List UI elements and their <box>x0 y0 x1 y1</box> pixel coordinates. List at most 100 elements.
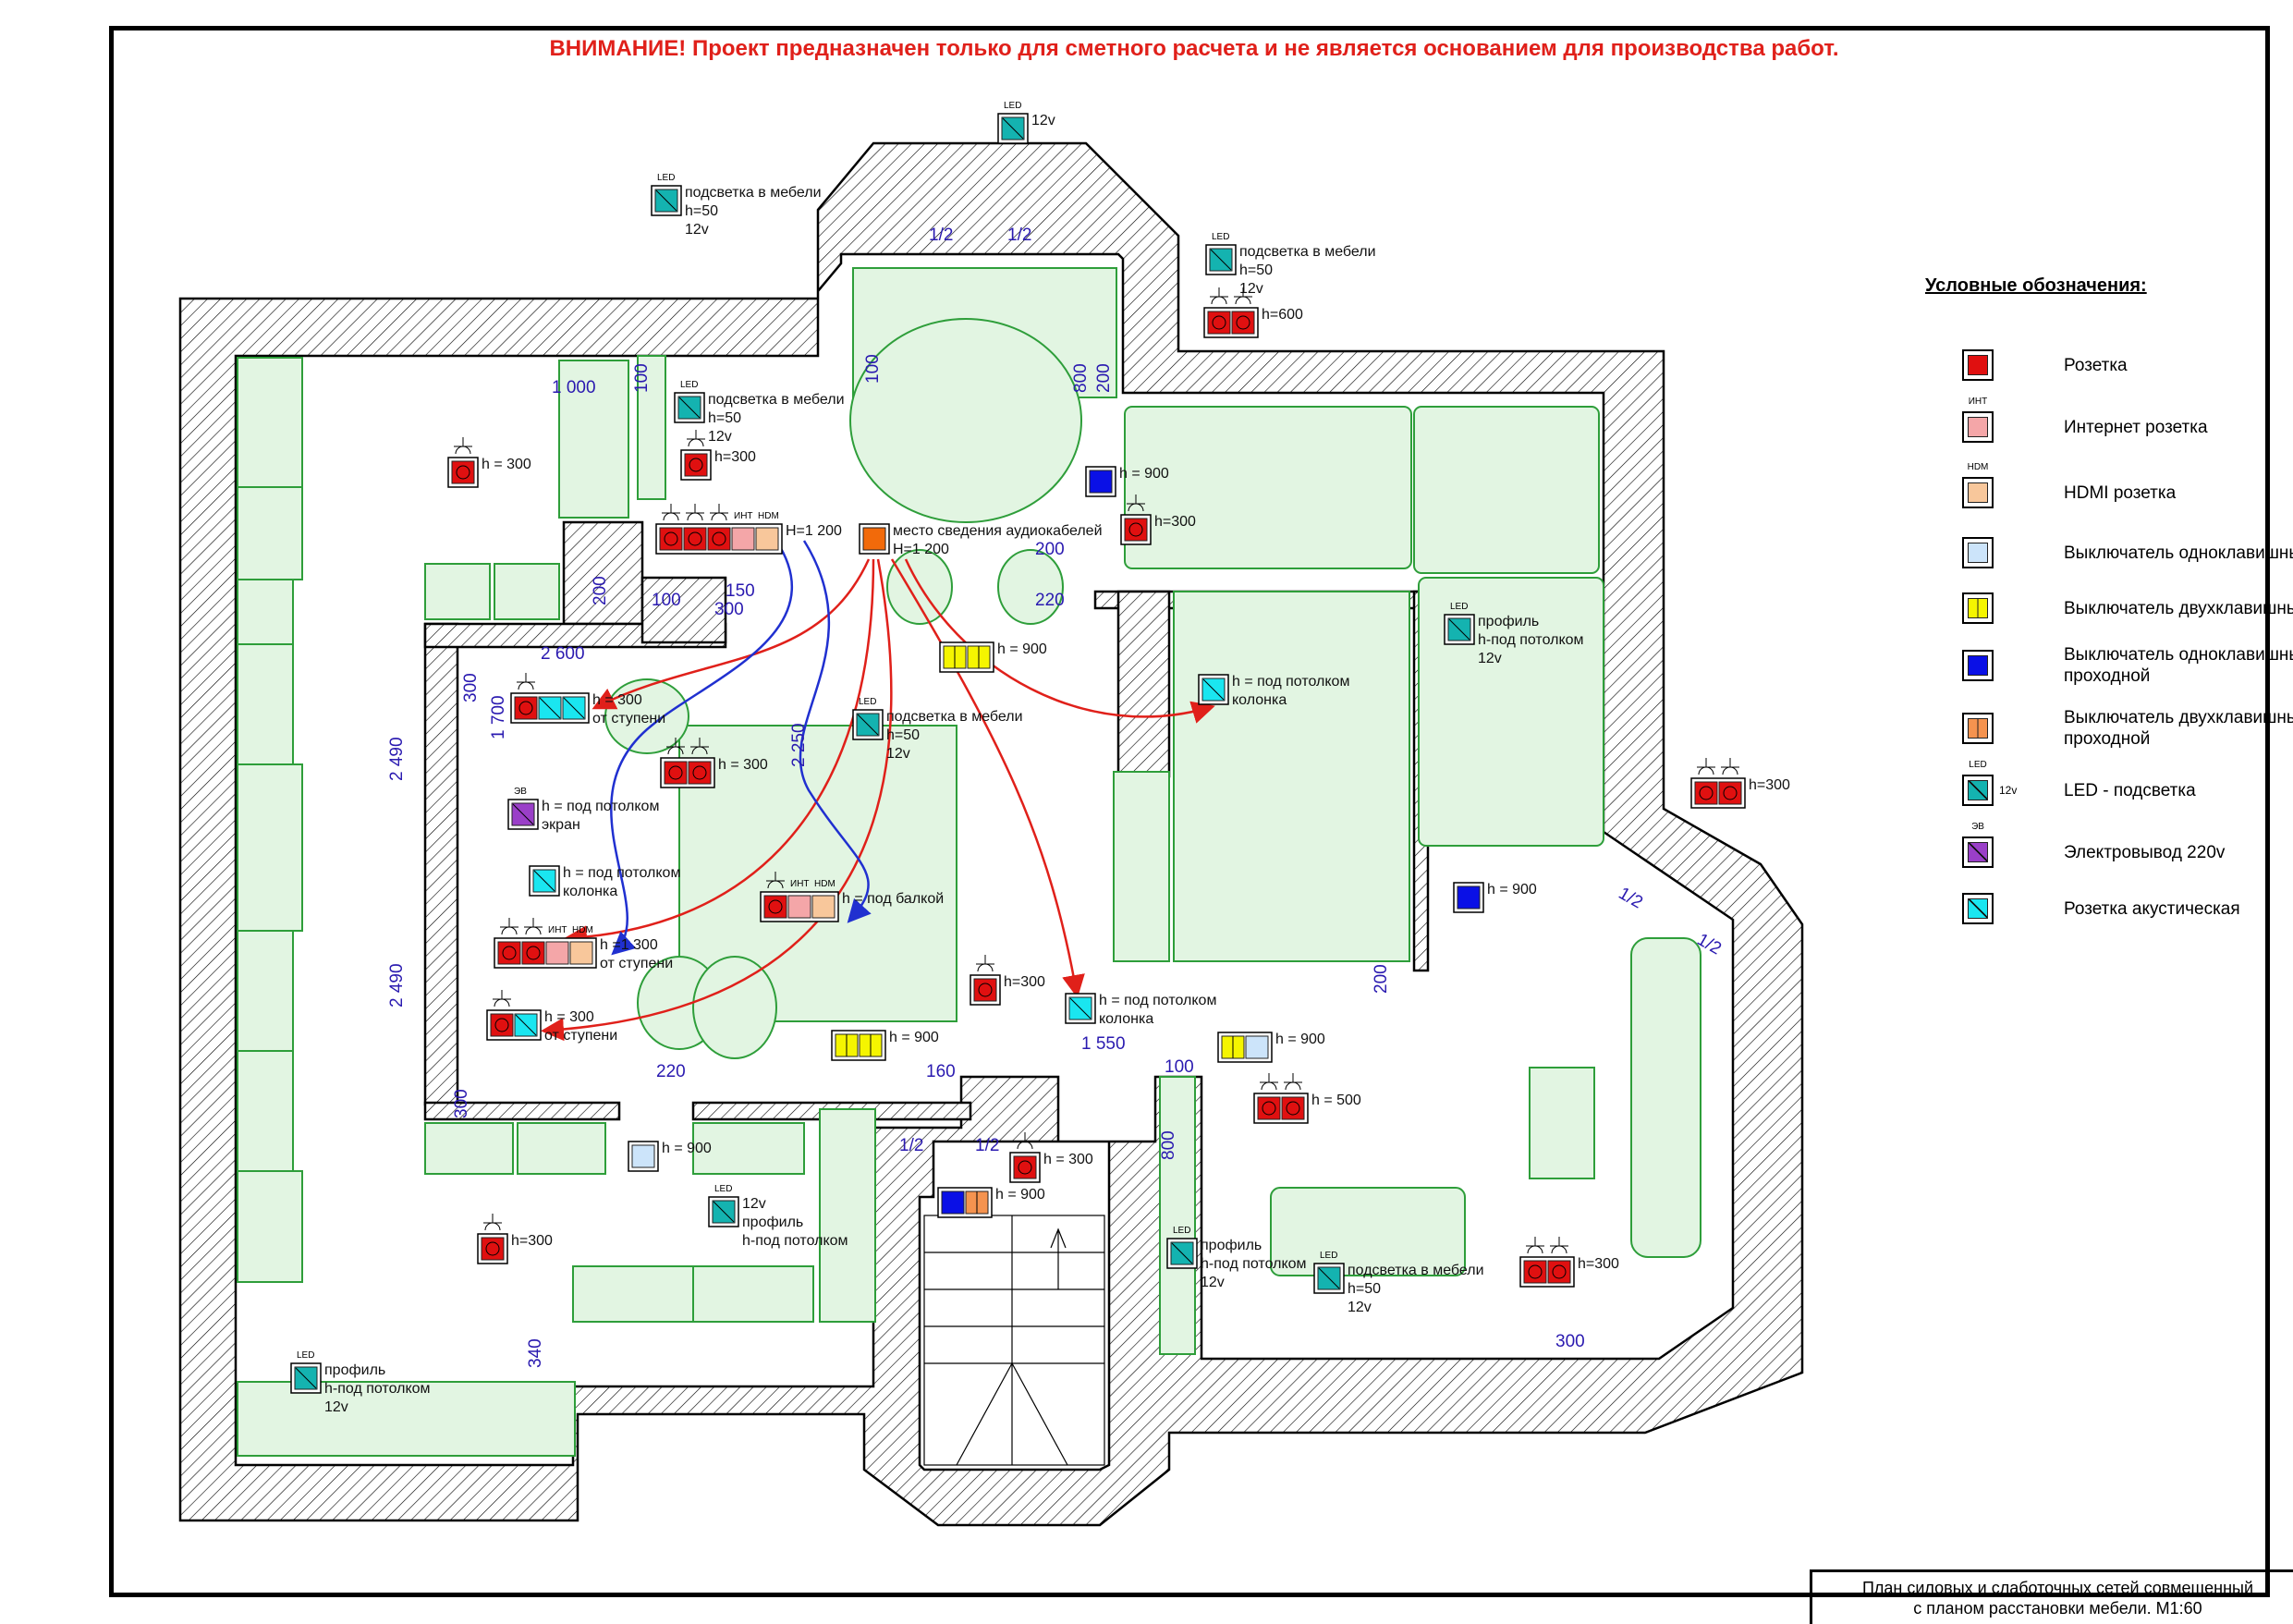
socket-symbol-icon <box>763 895 787 919</box>
wardrobe-left-6 <box>237 930 294 1052</box>
wardrobe-left-4 <box>237 643 294 765</box>
legend-symbol-mark: ЭВ <box>1971 822 1984 832</box>
diagonal-mark-icon <box>1318 1267 1340 1289</box>
cable-red-5 <box>904 558 1215 724</box>
socket-mark-icon <box>1210 287 1228 305</box>
socket-face-icon <box>502 946 517 960</box>
device-mark: ИНТ <box>790 879 810 889</box>
legend-label: Розетка акустическая <box>2064 899 2240 919</box>
dim-label: 2 250 <box>789 723 809 767</box>
device-label: колонка <box>1099 1011 1153 1027</box>
device-socket-left-room: h = 300 <box>447 437 531 488</box>
partition-wall-upper <box>562 520 644 626</box>
title-block-description: План силовых и слаботочных сетей совмеще… <box>1812 1572 2293 1624</box>
sofa-corner <box>1630 937 1701 1258</box>
device-label: h=300 <box>1154 514 1196 530</box>
socket-mark-icon <box>666 738 685 755</box>
device-label: h = 300 <box>544 1009 594 1025</box>
legend-symbol-mark: ИНТ <box>1968 397 1988 407</box>
device-label: h=50 <box>685 203 718 219</box>
socket-mark-icon <box>690 738 709 755</box>
socket-mark-icon <box>976 955 994 972</box>
socket-face-icon <box>518 701 533 715</box>
dim-label: 100 <box>632 363 652 393</box>
shelf-bottom-1 <box>424 1122 514 1175</box>
pass1-symbol-icon <box>1457 885 1481 910</box>
device-label: h-под потолком <box>324 1381 431 1397</box>
dim-label: 160 <box>926 1062 956 1081</box>
device-label: h = 300 <box>592 692 642 708</box>
device-label: h =1 300 <box>600 937 658 953</box>
socket-symbol-icon <box>1207 311 1231 335</box>
title-line-2: с планом расстановки мебели. М1:60 <box>1913 1599 2202 1618</box>
rug-bay <box>849 318 1082 523</box>
socket-face-icon <box>1212 315 1226 330</box>
switch1-symbol-icon <box>1245 1035 1269 1059</box>
dim-label: 300 <box>452 1089 471 1118</box>
device-label: подсветка в мебели <box>1348 1263 1484 1278</box>
device-mark: LED <box>657 173 675 183</box>
socket-mark-icon <box>1260 1073 1278 1091</box>
socket-face-icon <box>668 765 683 780</box>
device-socket-bottom-left: h=300 <box>477 1214 553 1264</box>
device-label: H=1 200 <box>786 523 842 539</box>
dim-label: 220 <box>656 1062 686 1081</box>
double-passthrough-switch-icon <box>1962 713 1994 744</box>
wardrobe-left-5 <box>237 763 303 932</box>
device-socket-kitchen-top: h=300 <box>1120 495 1196 545</box>
dim-label: 1 700 <box>489 695 508 739</box>
pouf-3 <box>997 549 1064 625</box>
bench-bottom-2 <box>692 1265 814 1323</box>
device-mark: HDM <box>758 511 779 521</box>
device-label: профиль <box>324 1362 385 1378</box>
device-socket-pair-right: h=300 <box>1690 758 1790 809</box>
single-switch-icon <box>1962 537 1994 568</box>
socket-face-icon <box>664 531 678 546</box>
staircase <box>923 1215 1105 1466</box>
power-outlet-220v-icon <box>1962 836 1994 868</box>
coffee-table <box>1529 1067 1595 1179</box>
dim-label: 300 <box>461 673 481 702</box>
device-label: h=50 <box>1239 263 1273 278</box>
diagonal-mark-icon <box>563 697 585 719</box>
legend-item: Розетка акустическая <box>1962 893 2240 924</box>
socket-mark-icon <box>1016 1132 1034 1150</box>
socket-symbol-icon <box>481 1237 505 1261</box>
internet-symbol-icon <box>787 895 811 919</box>
device-label: h = 900 <box>1275 1032 1325 1047</box>
device-label: 12v <box>685 222 709 238</box>
socket-mark-icon <box>1234 287 1252 305</box>
legend-label: Выключатель одноклавишный проходной <box>2064 645 2293 686</box>
device-pass-switch-stair: h = 900 <box>937 1187 1045 1218</box>
device-label: колонка <box>1232 692 1287 708</box>
device-label: профиль <box>1478 614 1539 629</box>
dim-label: 1/2 <box>975 1136 999 1155</box>
socket-symbol-icon <box>521 941 545 965</box>
dim-label: 200 <box>591 576 610 605</box>
dim-label: 300 <box>714 600 744 619</box>
storage-block <box>1173 591 1410 962</box>
cable-routes <box>541 540 1215 1042</box>
pass1-symbol-icon <box>1089 470 1113 494</box>
device-label: h = 900 <box>1487 882 1537 897</box>
diagonal-mark-icon <box>539 697 561 719</box>
socket-symbol-icon <box>1281 1096 1305 1120</box>
device-label: 12v <box>1348 1300 1372 1315</box>
socket-mark-icon <box>766 872 785 889</box>
cable-red-2 <box>564 558 875 949</box>
diagonal-mark-icon <box>1069 997 1092 1020</box>
dim-label: 150 <box>726 581 755 601</box>
armchair-2 <box>494 563 560 620</box>
diagonal-mark-icon <box>1210 249 1232 271</box>
pouf-5 <box>692 956 777 1059</box>
dim-label: 1 550 <box>1081 1034 1126 1054</box>
socket-symbol-icon <box>1547 1260 1571 1284</box>
device-label: 12v <box>1239 281 1263 297</box>
